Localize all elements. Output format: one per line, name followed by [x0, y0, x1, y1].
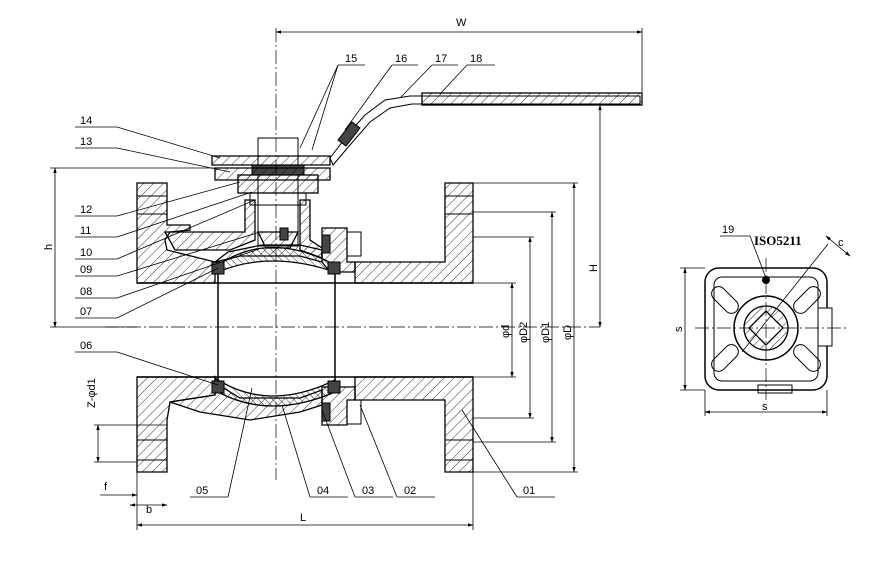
- part-label-08: 08: [80, 286, 92, 298]
- leader-07: [116, 267, 219, 319]
- seat-lower-left: [211, 380, 225, 394]
- dim-c-line: [825, 235, 851, 257]
- right-flange-lower: [354, 376, 474, 473]
- right-flange-upper: [354, 182, 474, 284]
- dim-h-label: h: [43, 244, 55, 250]
- leader-03: [321, 409, 356, 498]
- dim-b-label: b: [146, 504, 152, 516]
- part-label-14: 14: [80, 115, 92, 127]
- leader-04: [281, 404, 311, 498]
- dim-d-label: φd: [500, 325, 512, 338]
- packing: [249, 192, 307, 206]
- gasket-upper: [321, 234, 331, 254]
- left-flange-lower: [136, 376, 216, 473]
- part-label-18: 18: [470, 53, 482, 65]
- gasket-lower: [321, 402, 331, 422]
- part-label-15: 15: [345, 53, 357, 65]
- seat-lower-right: [327, 380, 341, 394]
- part-label-11: 11: [80, 225, 91, 237]
- leader-15a: [299, 64, 339, 149]
- dim-s-horizontal-label: s: [762, 401, 768, 413]
- leader-02: [359, 404, 398, 498]
- part-leaders-top: 15 16 17 18: [299, 53, 495, 151]
- part-label-02: 02: [404, 485, 416, 497]
- part-label-12: 12: [80, 204, 92, 216]
- part-label-07: 07: [80, 306, 92, 318]
- dim-L-label: L: [300, 512, 306, 524]
- pad-slot-hole-tl: [711, 286, 739, 314]
- dim-c-label: c: [838, 237, 844, 249]
- dim-D-label: φD: [562, 325, 574, 340]
- leader-17: [399, 64, 433, 99]
- body-neck-left: [163, 199, 256, 251]
- lever: [329, 95, 641, 166]
- part-label-17: 17: [435, 53, 447, 65]
- body-neck-right: [299, 199, 323, 259]
- part-label-13: 13: [80, 136, 92, 148]
- part-label-05: 05: [196, 485, 208, 497]
- leader-05: [227, 387, 253, 498]
- part-label-06: 06: [80, 340, 92, 352]
- stop-plate: [211, 155, 331, 166]
- part-label-03: 03: [362, 485, 374, 497]
- anti-static-spring: [279, 227, 289, 241]
- dim-s-vertical-label: s: [673, 326, 685, 332]
- dim-H-label: H: [588, 264, 600, 272]
- leader-15b: [311, 64, 339, 151]
- lever-grip: [421, 92, 643, 106]
- valve-section-view: [105, 28, 643, 480]
- seat-upper-right: [327, 261, 341, 275]
- leader-10: [116, 199, 256, 260]
- mounting-pad-view: ISO5211 19 c s s: [673, 224, 851, 416]
- part-label-04: 04: [317, 485, 329, 497]
- pad-diagonal: [741, 243, 829, 353]
- iso-label: ISO5211: [754, 233, 802, 248]
- leader-11: [116, 191, 253, 238]
- pad-slot-hole-br: [793, 344, 821, 372]
- bolt-hole-lower: [136, 439, 168, 461]
- lever-screw: [337, 121, 361, 147]
- lever-plate: [214, 167, 331, 181]
- leader-14: [116, 126, 221, 159]
- part-label-19: 19: [722, 224, 734, 236]
- pad-slot: [817, 307, 833, 347]
- dimensions: W H h L f b Z-φd1 φd φD2: [43, 17, 643, 530]
- part-label-16: 16: [395, 53, 407, 65]
- pad-slot-hole-bl: [711, 344, 739, 372]
- leader-19: [749, 235, 767, 279]
- dim-f-label: f: [104, 481, 108, 493]
- body-bolt-lower: [346, 399, 362, 425]
- part-leaders-left: 14 13 12 11 10 09 08 07 06: [75, 115, 263, 386]
- pad-slot-hole-tr: [793, 286, 821, 314]
- leader-01: [461, 409, 518, 498]
- dim-D1-label: φD1: [540, 322, 552, 343]
- right-bolt-hole-lower: [444, 439, 474, 461]
- part-label-09: 09: [80, 264, 92, 276]
- dim-W-label: W: [456, 17, 467, 29]
- leader-08: [116, 247, 263, 299]
- leader-09: [116, 231, 261, 277]
- bolt-hole-upper: [136, 195, 168, 215]
- dim-bolt-label: Z-φd1: [86, 378, 98, 408]
- body-bolt-upper: [346, 231, 362, 257]
- part-leaders-bottom: 05 04 03 02 01: [190, 387, 555, 498]
- leader-06: [116, 351, 219, 386]
- leader-13: [116, 147, 231, 173]
- leader-12: [116, 181, 241, 217]
- dim-D2-label: φD2: [518, 322, 530, 343]
- right-bolt-hole-upper: [444, 195, 474, 215]
- leader-16: [344, 64, 393, 131]
- pad-bottom-notch: [757, 384, 793, 394]
- part-label-10: 10: [80, 247, 92, 259]
- part-label-01: 01: [523, 485, 535, 497]
- leader-18: [439, 64, 468, 95]
